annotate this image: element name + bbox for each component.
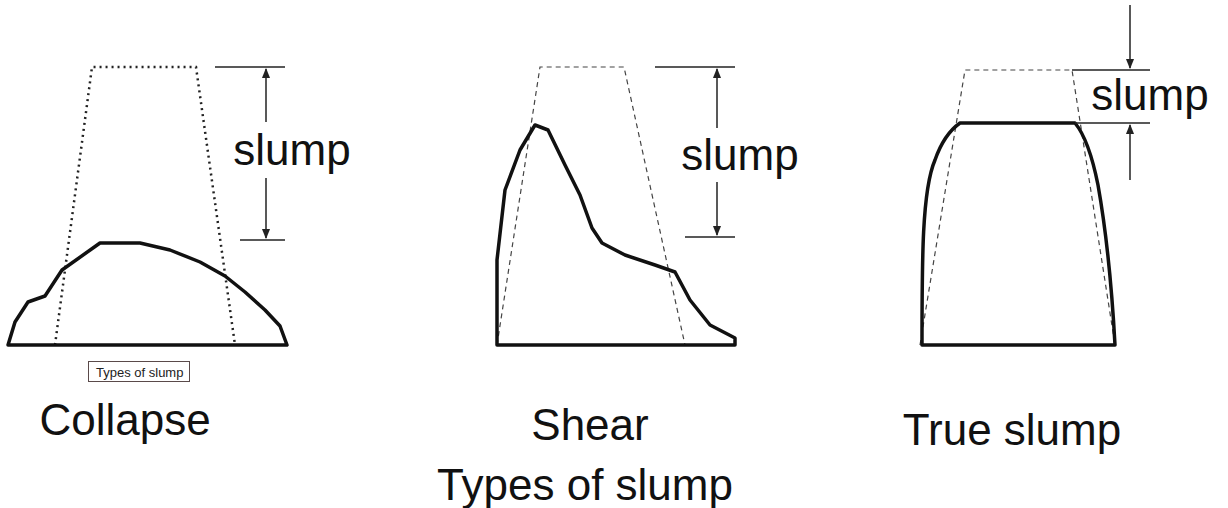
tooltip-text: Types of slump <box>96 366 182 379</box>
collapse-figure <box>8 67 287 345</box>
dimension-label: slump <box>681 133 798 177</box>
figure-title: True slump <box>903 408 1121 452</box>
dimension-label: slump <box>233 128 350 172</box>
dimension-label: slump <box>1091 73 1208 117</box>
shear-figure <box>497 67 735 345</box>
figure-title: Collapse <box>39 398 210 442</box>
caption: Types of slump <box>437 463 733 507</box>
true-slump-figure <box>920 5 1150 345</box>
tooltip-box: Types of slump <box>88 361 190 382</box>
figure-title: Shear <box>531 403 648 447</box>
